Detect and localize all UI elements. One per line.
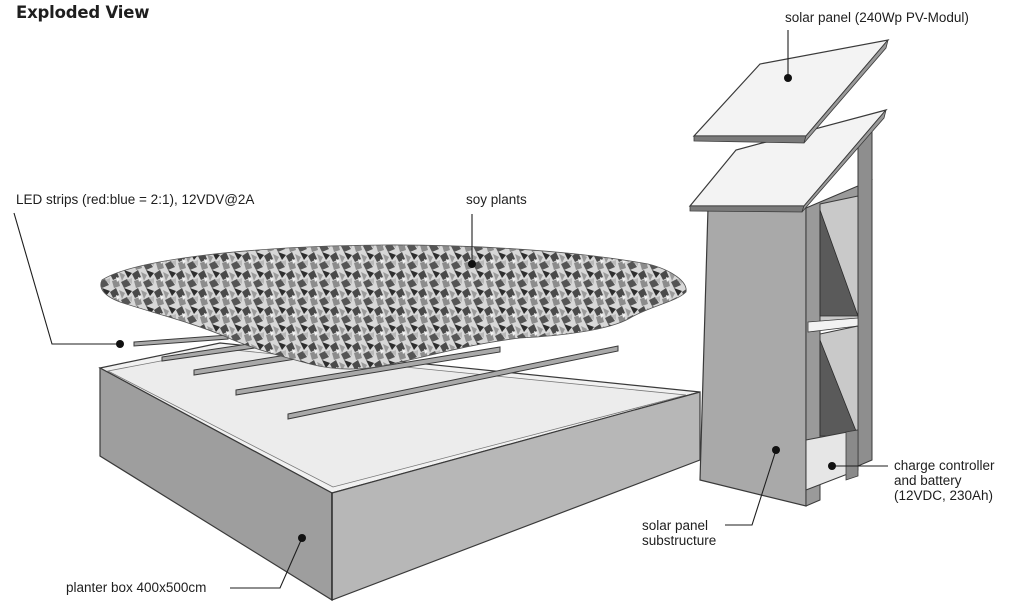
label-line: and battery xyxy=(894,473,962,488)
callout-dot xyxy=(298,534,306,542)
callout-dot xyxy=(828,462,836,470)
label-line: charge controller xyxy=(894,458,995,473)
label-line: solar panel xyxy=(642,518,709,533)
label-led-strips: LED strips (red:blue = 2:1), 12VDV@2A xyxy=(16,192,255,207)
leader-substructure xyxy=(725,449,777,526)
planter-box xyxy=(98,342,701,602)
soy-plants-canopy xyxy=(100,244,687,370)
label-line: substructure xyxy=(642,533,717,548)
callout-dot xyxy=(468,260,476,268)
substructure-back-post xyxy=(857,127,873,467)
leader-lines xyxy=(13,30,888,589)
led-strip xyxy=(133,334,229,347)
label-line: (12VDC, 230Ah) xyxy=(894,488,994,503)
label-substructure: solar panel substructure xyxy=(642,518,716,548)
leader-led-strips xyxy=(13,212,120,345)
leader-planter-box xyxy=(230,537,303,589)
page-title: Exploded View xyxy=(16,3,150,22)
callout-dot xyxy=(784,74,792,82)
led-strip xyxy=(287,345,619,420)
substructure-roof-panel xyxy=(688,108,888,213)
label-planter-box: planter box 400x500cm xyxy=(66,580,207,595)
solar-panel xyxy=(692,39,890,144)
substructure-front-face xyxy=(699,207,807,507)
solar-panel-substructure xyxy=(699,127,873,507)
label-solar-panel: solar panel (240Wp PV-Modul) xyxy=(785,10,969,25)
substructure-base-right xyxy=(845,429,859,481)
callout-dot xyxy=(772,446,780,454)
callout-dots xyxy=(116,74,836,542)
callout-dot xyxy=(116,340,124,348)
label-charge-controller: charge controller and battery (12VDC, 23… xyxy=(894,458,995,503)
led-strip xyxy=(235,346,501,396)
substructure-upper-brace xyxy=(819,209,859,317)
label-soy-plants: soy plants xyxy=(466,192,527,207)
